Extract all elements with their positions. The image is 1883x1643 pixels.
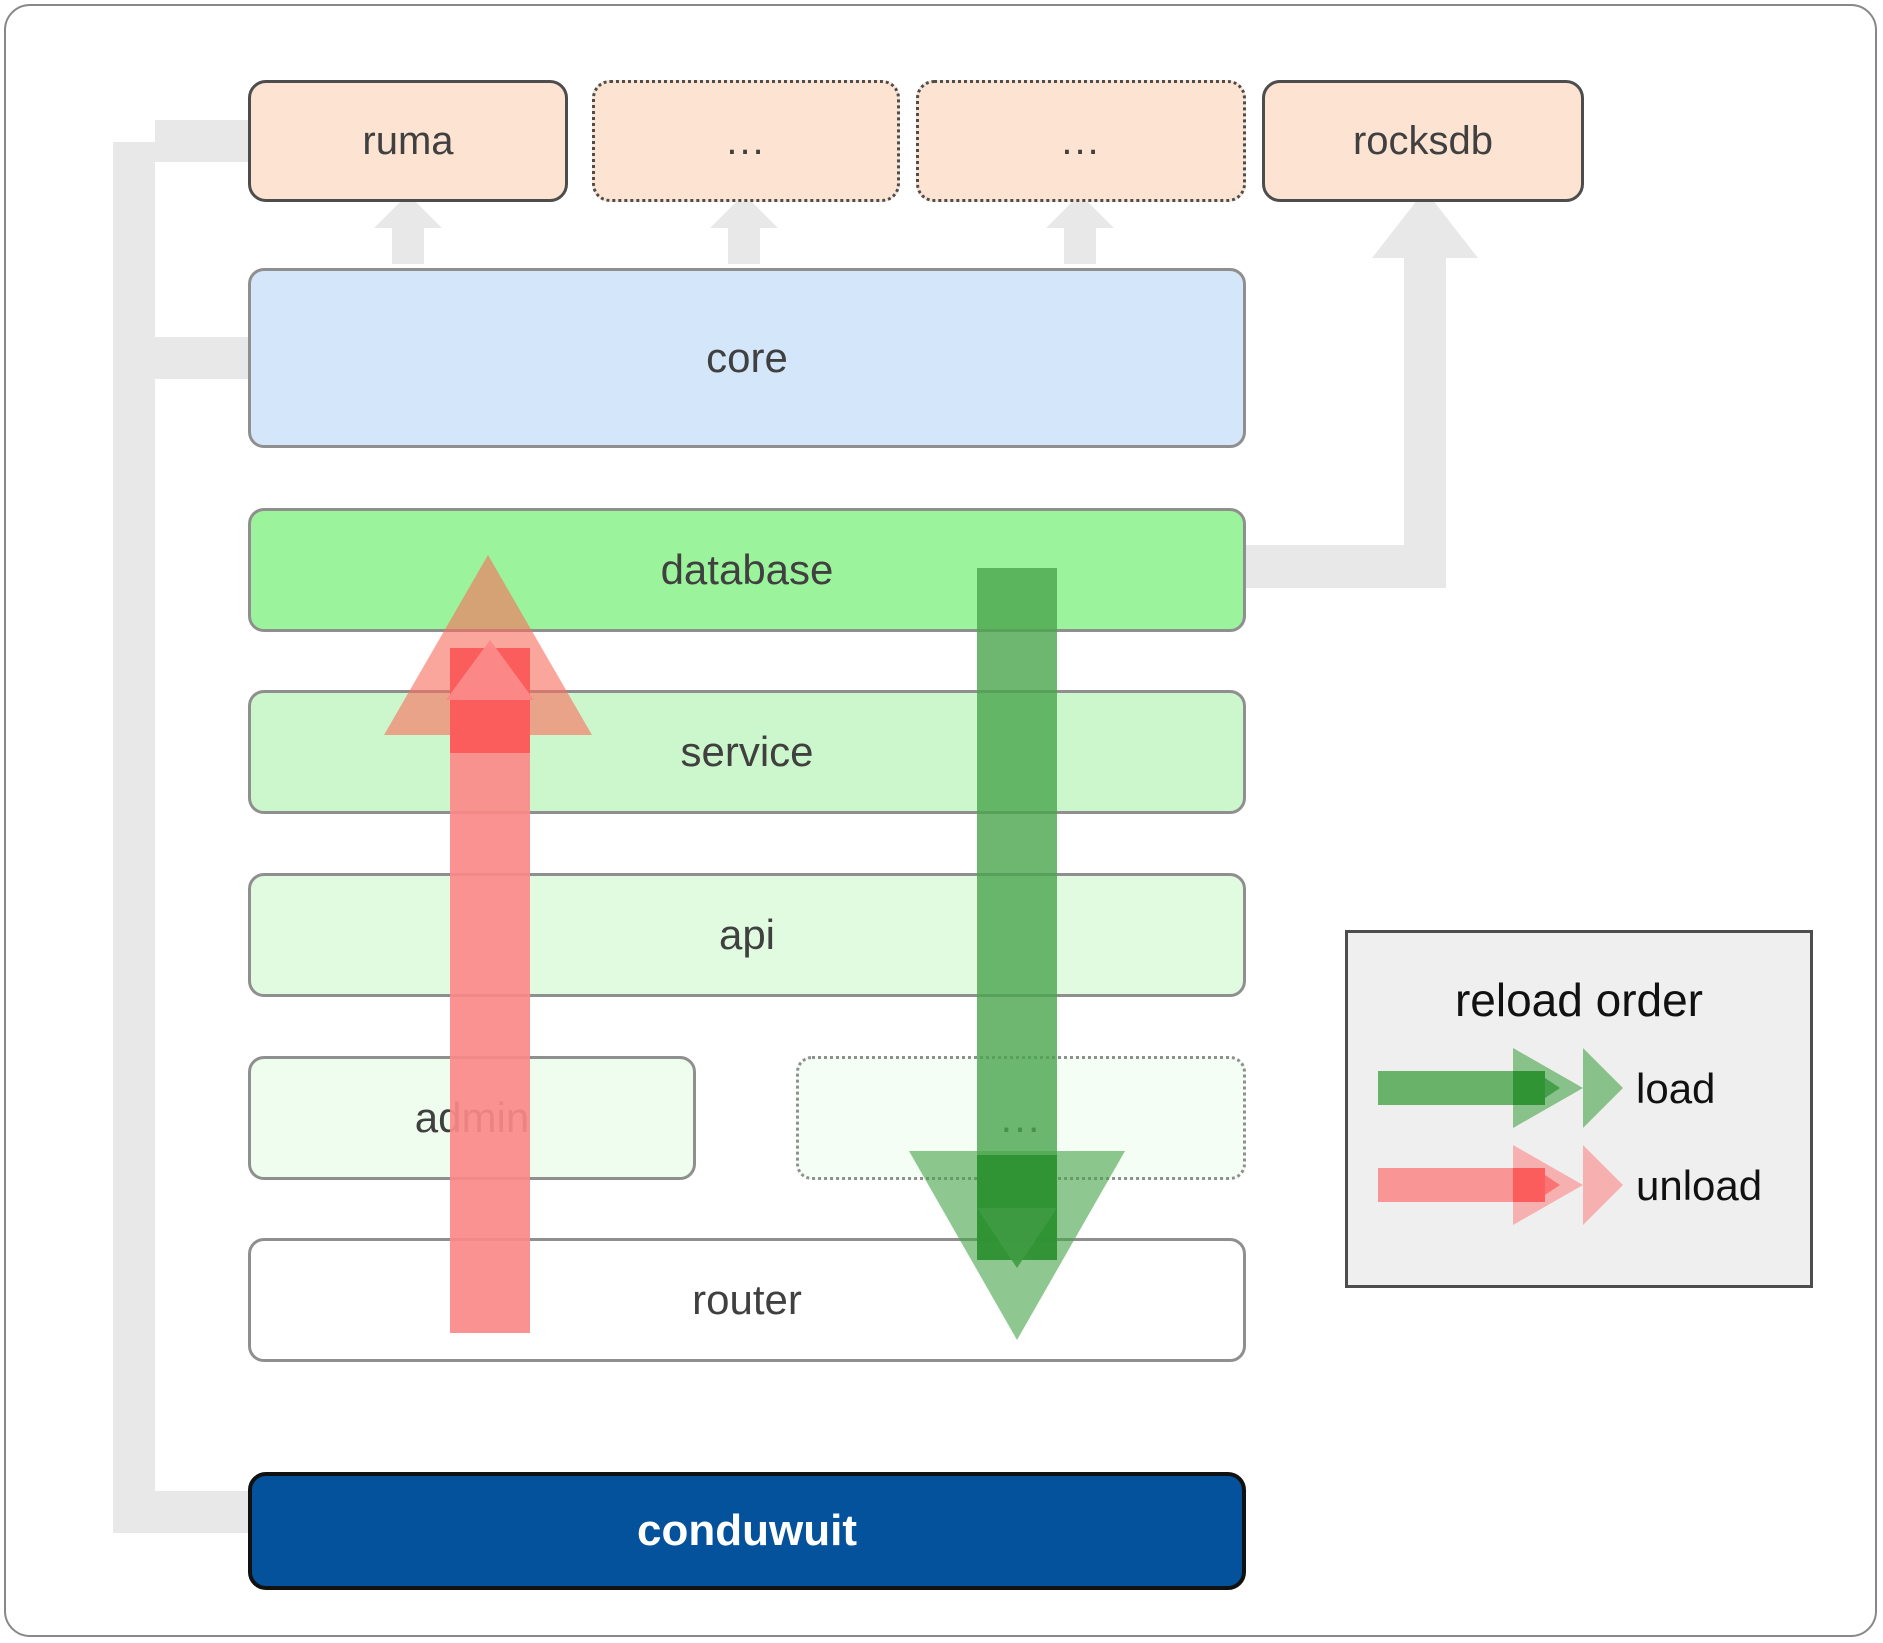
node-conduwuit[interactable]: conduwuit [248, 1472, 1246, 1590]
legend-title: reload order [1454, 974, 1704, 1026]
node-router-label: router [692, 1276, 802, 1323]
node-core[interactable]: core [248, 268, 1246, 448]
node-dep-etc1-label: ... [726, 119, 766, 163]
node-conduwuit-label: conduwuit [637, 1506, 857, 1555]
node-router[interactable]: router [248, 1238, 1246, 1362]
node-service-label: service [680, 728, 814, 775]
node-api-label: api [718, 911, 776, 958]
node-rocksdb[interactable]: rocksdb [1262, 80, 1584, 202]
node-dep-etc1[interactable]: ... [592, 80, 900, 202]
node-dep-etc2-label: ... [1061, 119, 1101, 163]
node-admin[interactable]: admin [248, 1056, 696, 1180]
node-ruma[interactable]: ruma [248, 80, 568, 202]
node-rocksdb-label: rocksdb [1352, 119, 1494, 163]
node-layer-etc-label: ... [1000, 1094, 1042, 1141]
node-database-label: database [660, 546, 834, 593]
legend-label-unload: unload [1636, 1162, 1763, 1209]
node-dep-etc2[interactable]: ... [916, 80, 1246, 202]
legend-arrow-icons [1378, 1048, 1623, 1225]
unload-arrow-icon [1378, 1145, 1623, 1225]
node-ruma-label: ruma [362, 119, 454, 163]
node-core-label: core [706, 334, 788, 381]
node-admin-label: admin [414, 1094, 530, 1141]
node-service[interactable]: service [248, 690, 1246, 814]
legend-label-load: load [1636, 1065, 1716, 1112]
node-database[interactable]: database [248, 508, 1246, 632]
diagram-frame [4, 4, 1877, 1637]
legend-box: reload order load unload [1345, 930, 1813, 1288]
node-api[interactable]: api [248, 873, 1246, 997]
load-arrow-icon [1378, 1048, 1623, 1128]
node-layer-etc[interactable]: ... [796, 1056, 1246, 1180]
